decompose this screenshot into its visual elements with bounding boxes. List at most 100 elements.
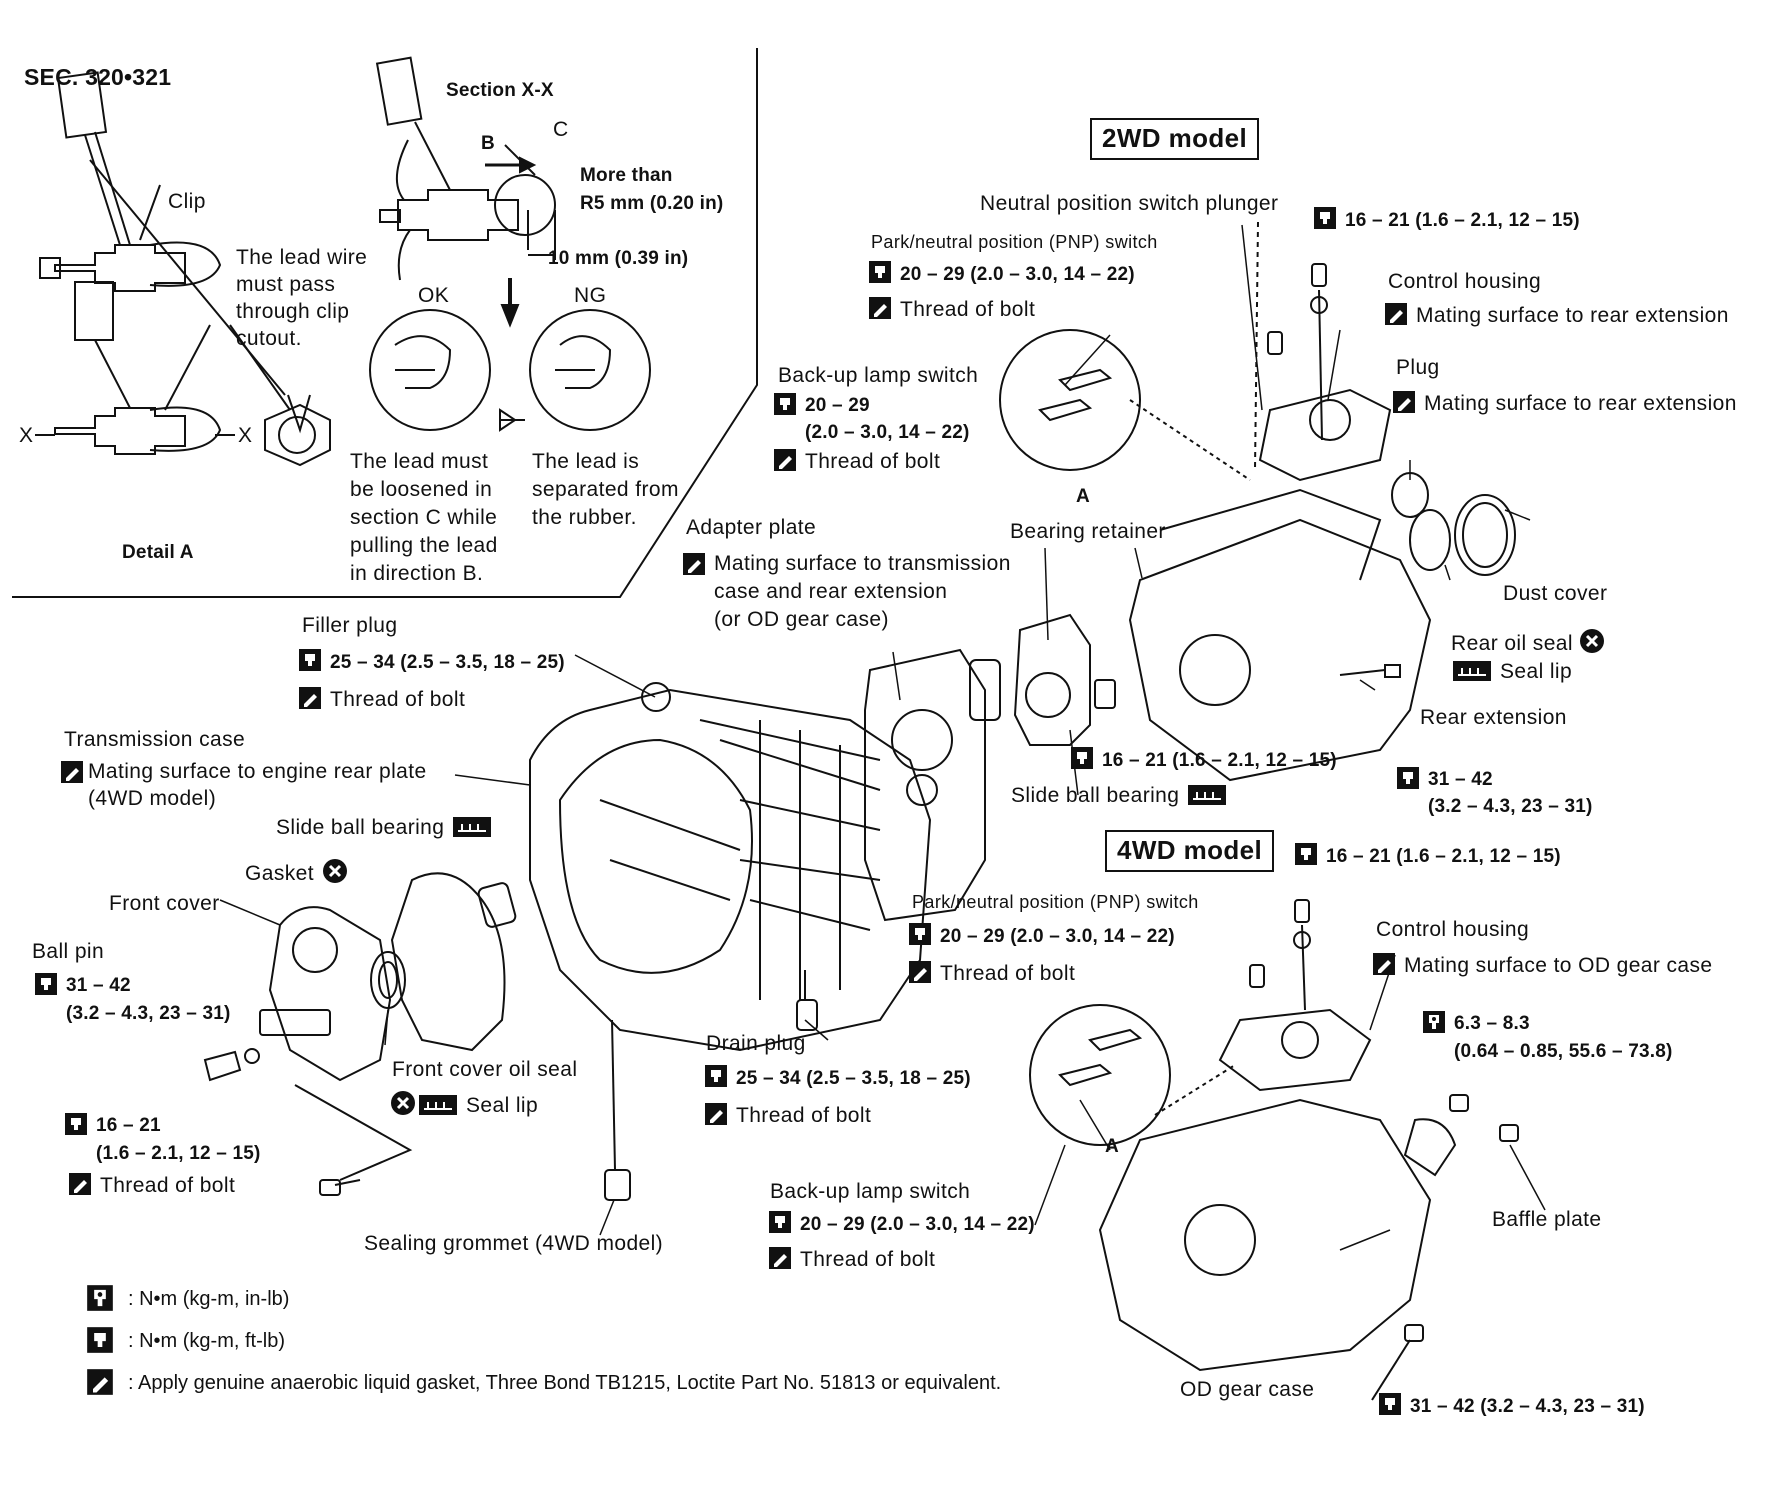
neutral-plunger-label: Neutral position switch plunger [980,192,1279,215]
front-cover-drawing [203,872,517,1196]
adapter-plate-drawing [864,613,1116,922]
clip-label: Clip [168,190,206,213]
ng-note: The lead is separated from the rubber. [532,450,679,529]
legend-in-lb-text: : N•m (kg-m, in-lb) [128,1288,290,1310]
bearing-retainer-label: Bearing retainer [1010,520,1166,543]
dust-cover-label: Dust cover [1503,582,1608,605]
torque-ft-lb-icon [1313,206,1337,230]
radius-spec: More than R5 mm (0.20 in) [580,165,724,214]
backup-2wd-torque: 20 – 29 (2.0 – 3.0, 14 – 22) [805,395,970,443]
od-gear-case-torque: 31 – 42 (3.2 – 4.3, 23 – 31) [1410,1396,1645,1417]
view-a-4wd: A [1105,1136,1119,1157]
sealant-icon [60,760,84,784]
torque-ft-lb-icon [768,1210,792,1234]
filler-thread: Thread of bolt [330,688,466,711]
control-housing-4wd-torque: 16 – 21 (1.6 – 2.1, 12 – 15) [1326,846,1561,867]
od-gear-case-4wd-drawing [1029,899,1519,1401]
x-marker-left: X [19,424,34,447]
backup-4wd-torque: 20 – 29 (2.0 – 3.0, 14 – 22) [800,1214,1035,1235]
torque-ft-lb-icon [298,648,322,672]
sealant-icon [768,1246,792,1270]
slide-ball-2wd-label: Slide ball bearing [1011,784,1180,807]
drain-plug-label: Drain plug [706,1032,806,1055]
legend-ft-lb-text: : N•m (kg-m, ft-lb) [128,1330,285,1352]
front-bolt-torque: 16 – 21 (1.6 – 2.1, 12 – 15) [96,1115,261,1164]
lead-wire-note: The lead wire must pass through clip cut… [236,246,368,350]
front-cover-label: Front cover [109,892,220,915]
legend-in-lb: : N•m (kg-m, in-lb) [86,1284,289,1312]
sealing-grommet-label: Sealing grommet (4WD model) [364,1232,664,1255]
view-a-2wd: A [1076,486,1090,507]
trans-case-mating: Mating surface to engine rear plate (4WD… [88,760,427,810]
backup-lamp-2wd-label: Back-up lamp switch [778,364,979,387]
sealant-icon [68,1172,92,1196]
grease-icon [418,1094,458,1118]
torque-ft-lb-icon [1378,1392,1402,1416]
sealant-icon [1372,952,1396,976]
filler-plug-label: Filler plug [302,614,398,637]
adapter-mating: Mating surface to transmission case and … [714,552,1011,631]
4wd-model-title: 4WD model [1105,830,1275,872]
detail-a-title: Detail A [122,542,194,563]
torque-in-lb-icon [86,1284,114,1312]
sealant-icon [298,686,322,710]
grease-icon [1187,784,1227,808]
transmission-case-label: Transmission case [64,728,246,751]
plug-mating: Mating surface to rear extension [1424,392,1737,415]
pnp-switch-4wd-label: Park/neutral position (PNP) switch [912,892,1199,912]
torque-ft-lb-icon [1294,842,1318,866]
x-marker-right: X [238,424,253,447]
sealant-icon [1384,302,1408,326]
pnp-2wd-torque: 20 – 29 (2.0 – 3.0, 14 – 22) [900,264,1135,285]
plug-label: Plug [1396,356,1440,379]
torque-ft-lb-icon [86,1326,114,1354]
detail-a-drawing [35,56,423,467]
torque-ft-lb-icon [773,392,797,416]
adapter-plate-label: Adapter plate [686,516,817,539]
gasket-label: Gasket [245,862,314,885]
torque-ft-lb-icon [1070,746,1094,770]
section-x-x-drawing [369,121,651,432]
backup-lamp-4wd-label: Back-up lamp switch [770,1180,971,1203]
legend-ft-lb: : N•m (kg-m, ft-lb) [86,1326,285,1354]
control-housing-2wd-torque: 16 – 21 (1.6 – 2.1, 12 – 15) [1345,210,1580,231]
rear-extension-label: Rear extension [1420,706,1567,729]
torque-ft-lb-icon [704,1064,728,1088]
legend-sealant-text: : Apply genuine anaerobic liquid gasket,… [128,1372,1002,1394]
retainer-torque: 16 – 21 (1.6 – 2.1, 12 – 15) [1102,750,1337,771]
sealant-icon [868,296,892,320]
torque-in-lb-icon [1422,1010,1446,1034]
legend-sealant: : Apply genuine anaerobic liquid gasket,… [86,1368,1001,1396]
grease-icon [1452,660,1492,684]
pnp-switch-2wd-label: Park/neutral position (PNP) switch [871,232,1158,252]
front-seal-lip: Seal lip [466,1094,539,1117]
sealant-icon [704,1102,728,1126]
torque-ft-lb-icon [64,1112,88,1136]
control-housing-4wd-mating: Mating surface to OD gear case [1404,954,1713,977]
torque-ft-lb-icon [908,922,932,946]
distance-spec: 10 mm (0.39 in) [548,248,689,269]
leader-lines [219,224,1546,1251]
pnp-4wd-thread: Thread of bolt [940,962,1076,985]
slide-ball-main-label: Slide ball bearing [276,816,445,839]
replace-icon [1579,628,1604,653]
sealant-icon [908,960,932,984]
front-oil-seal-label: Front cover oil seal [392,1058,578,1081]
torque-ft-lb-icon [868,260,892,284]
section-x-x-title: Section X-X [446,80,554,101]
pnp-4wd-torque: 20 – 29 (2.0 – 3.0, 14 – 22) [940,926,1175,947]
ng-label: NG [574,284,607,307]
torque-ft-lb-icon [1396,766,1420,790]
control-housing-2wd-mating: Mating surface to rear extension [1416,304,1729,327]
drain-torque: 25 – 34 (2.5 – 3.5, 18 – 25) [736,1068,971,1089]
ok-note: The lead must be loosened in section C w… [350,450,498,585]
replace-icon [322,858,347,883]
filler-torque: 25 – 34 (2.5 – 3.5, 18 – 25) [330,652,565,673]
replace-icon [390,1090,415,1115]
rear-oil-seal-label: Rear oil seal [1451,632,1573,655]
rear-extension-torque: 31 – 42 (3.2 – 4.3, 23 – 31) [1428,769,1593,817]
sealant-icon [773,448,797,472]
direction-b-label: B [481,133,495,154]
sealant-icon [682,552,706,576]
control-housing-4wd-label: Control housing [1376,918,1530,941]
